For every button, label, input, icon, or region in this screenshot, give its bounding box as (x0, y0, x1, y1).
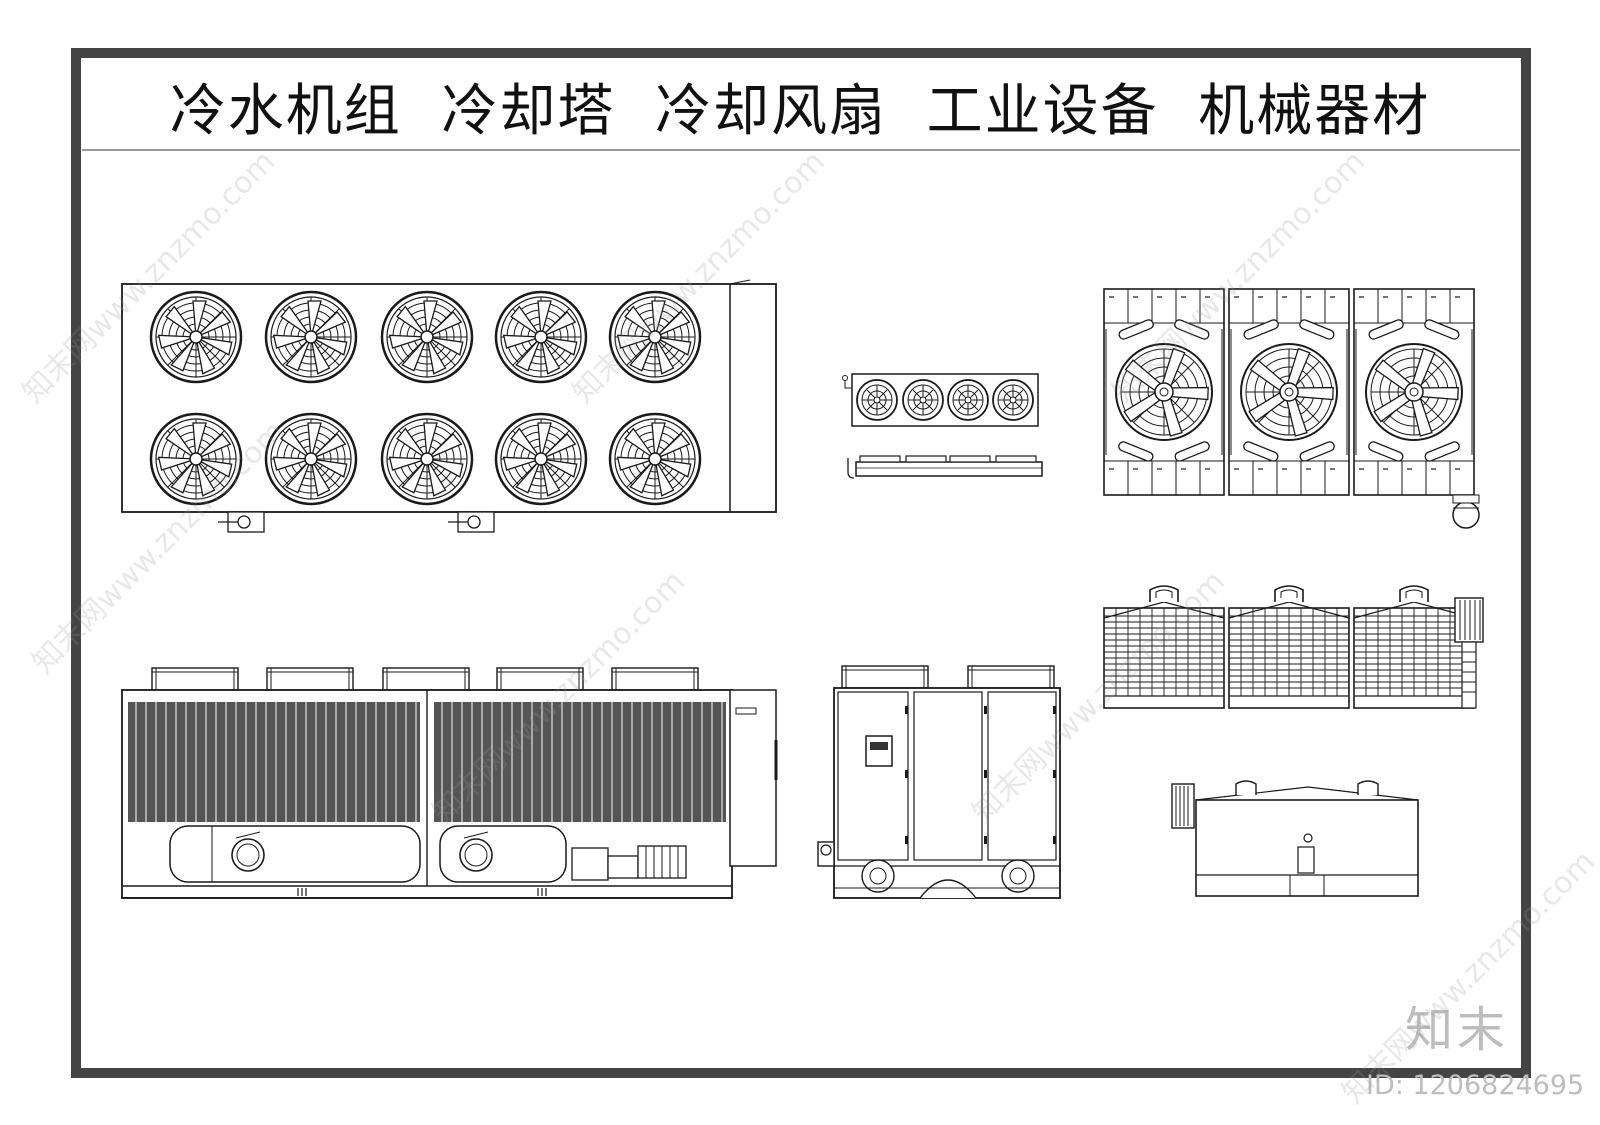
chiller-side-elevation (817, 665, 1061, 899)
outer-frame (71, 48, 1531, 1078)
chiller-front-elevation (121, 667, 778, 899)
brand-watermark: 知末 (1405, 1002, 1510, 1058)
small-condenser-top-view (842, 373, 1039, 427)
cooling-tower-top-view (1104, 289, 1480, 529)
drawing-title: 冷水机组 冷却塔 冷却风扇 工业设备 机械器材 (169, 78, 1431, 144)
cooling-tower-side-view (1103, 585, 1484, 709)
cooling-tower-end-view (1171, 780, 1419, 897)
drawing-id-label: ID: 1206824695 (1366, 1070, 1585, 1101)
chiller-top-view (121, 279, 777, 533)
small-condenser-side-view (847, 455, 1043, 479)
